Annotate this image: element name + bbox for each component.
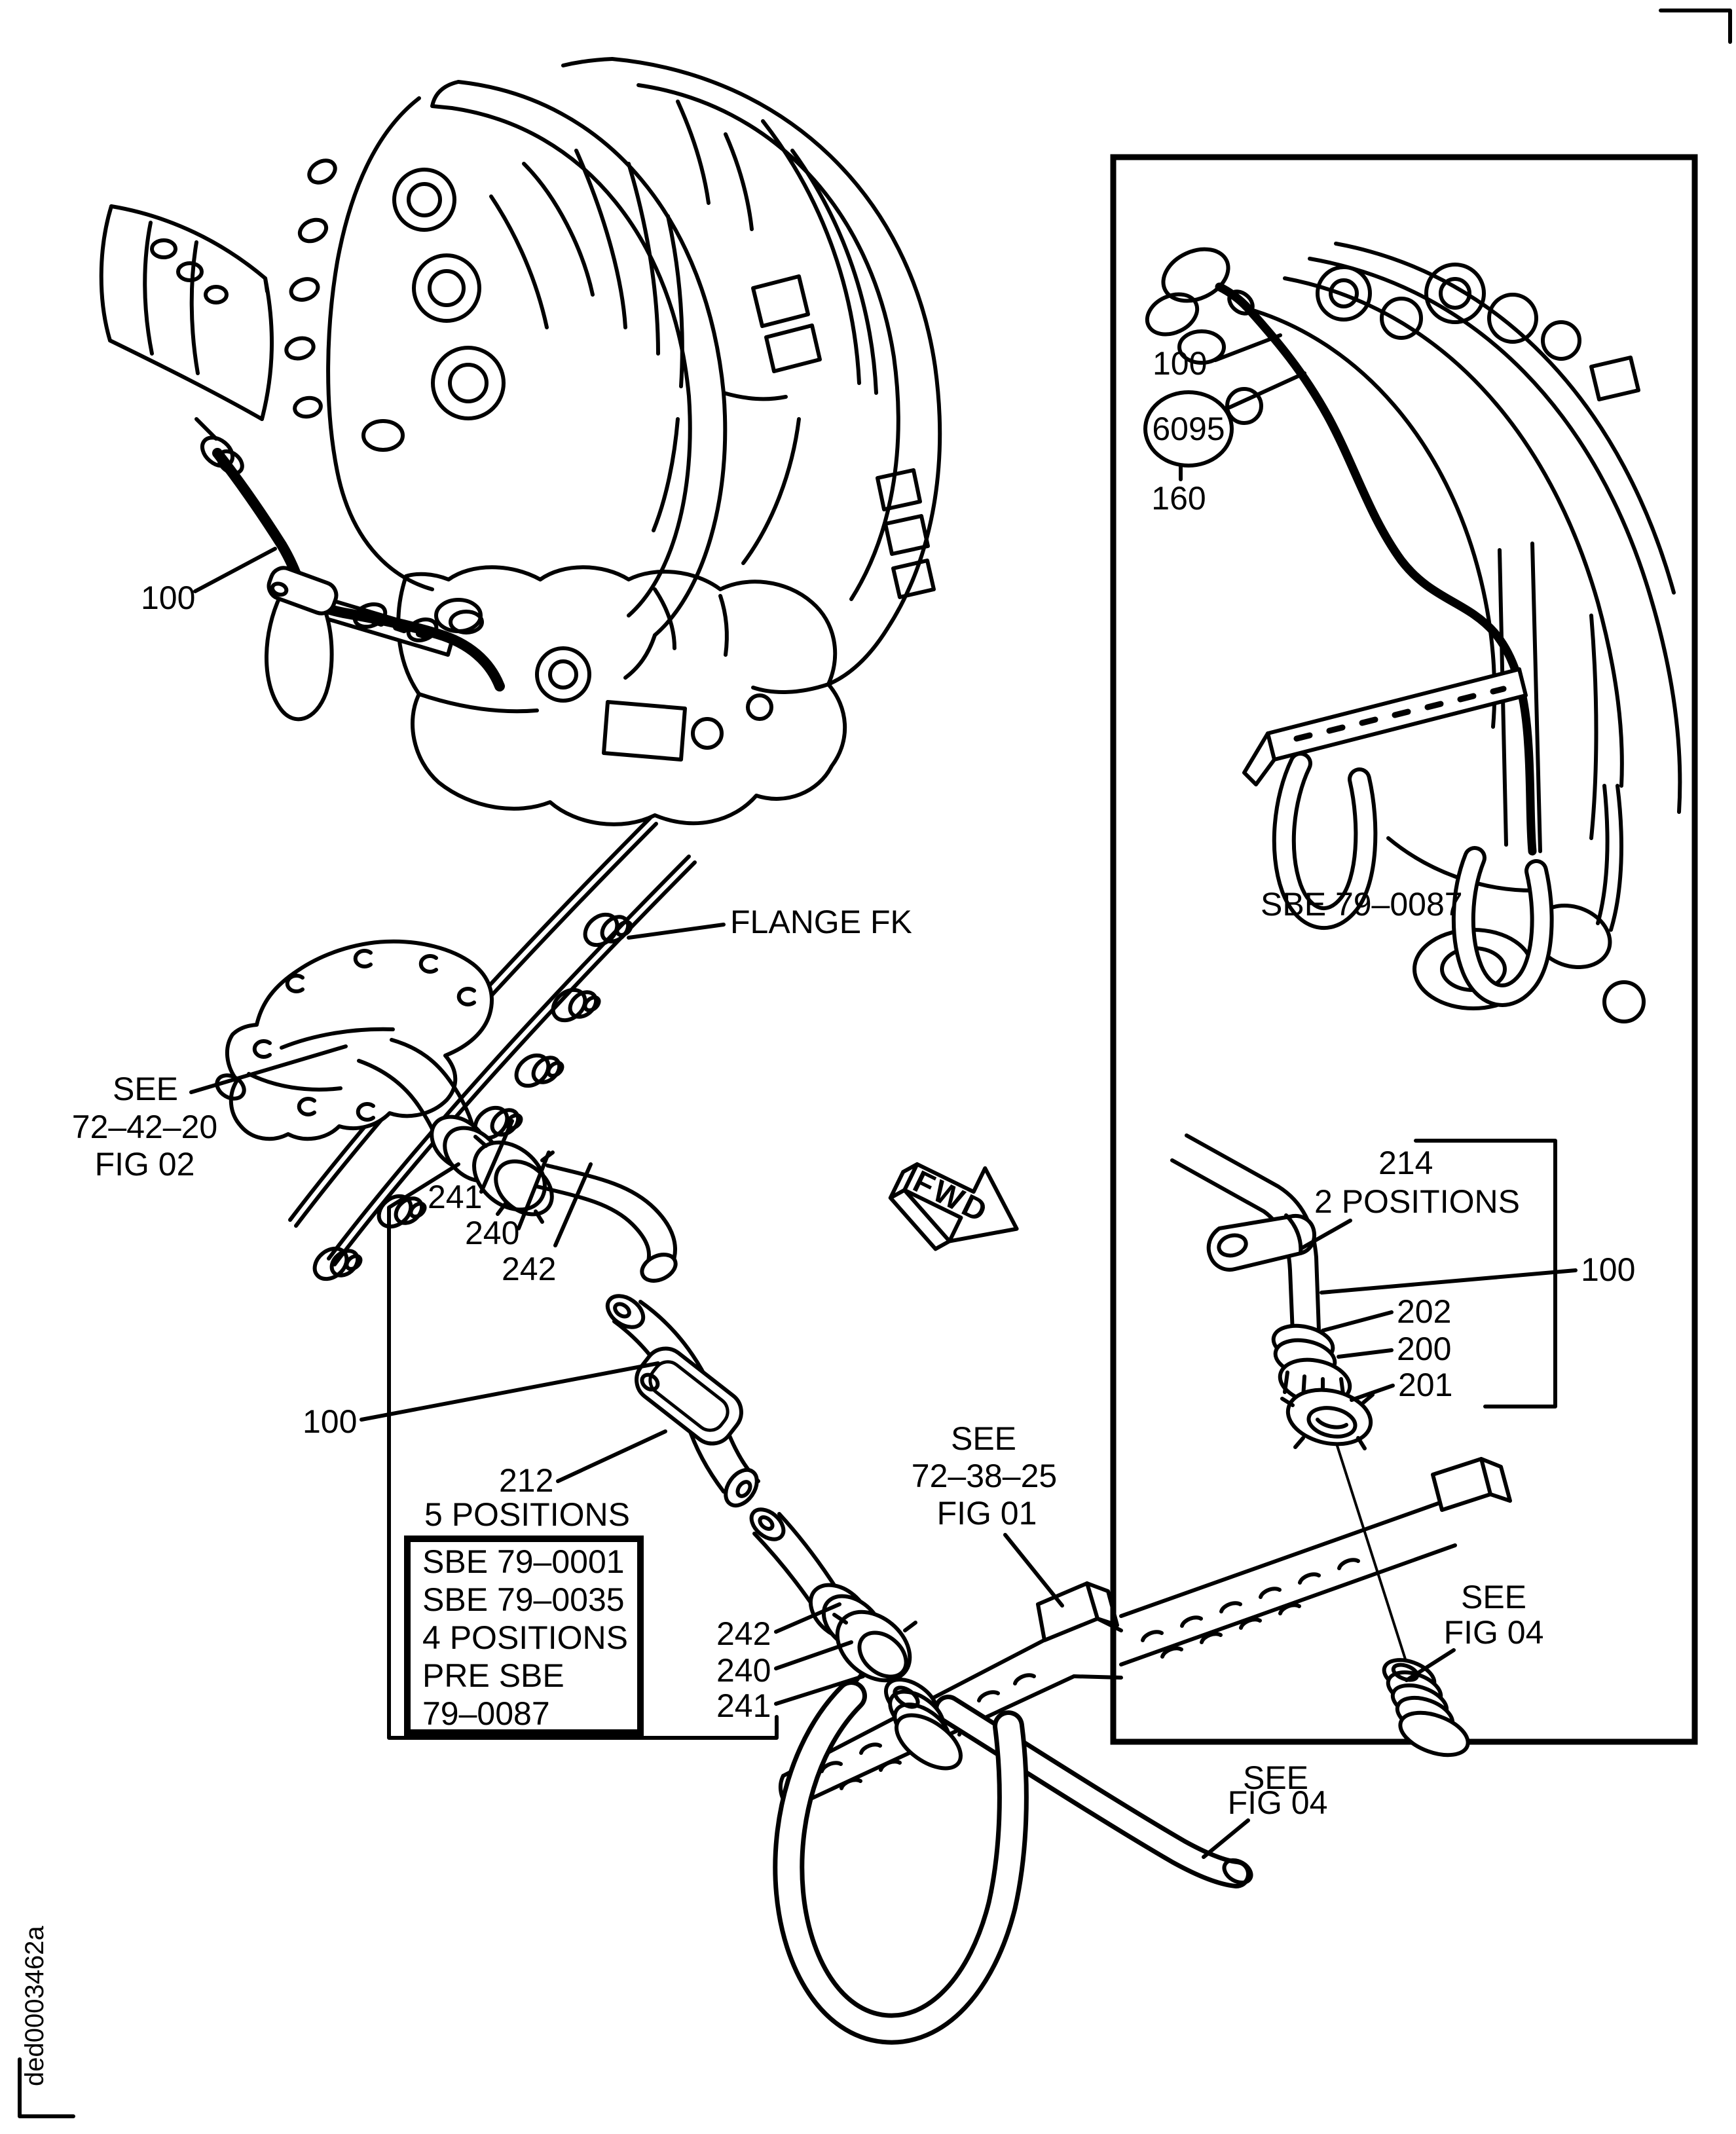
label-201: 201 xyxy=(1398,1367,1452,1403)
corner-mark-bottom-left xyxy=(18,2057,75,2118)
label-240-flange: 240 xyxy=(465,1215,519,1251)
leader-200 xyxy=(1337,1348,1394,1359)
label-202: 202 xyxy=(1397,1293,1451,1330)
box-tube-100 xyxy=(1215,282,1537,856)
leader-see-fig04-bottom xyxy=(1202,1818,1250,1859)
label-see-fig04-right-1: SEE xyxy=(1461,1579,1526,1615)
fwd-arrow: FWD xyxy=(888,1162,1019,1251)
leader-242-install xyxy=(774,1602,841,1634)
label-see-fig04-bottom-1: SEE xyxy=(1243,1759,1308,1796)
leader-100-box xyxy=(1213,333,1282,362)
leader-240-install xyxy=(774,1640,853,1670)
label-6095: 6095 xyxy=(1152,411,1225,447)
label-see-fig01-1: SEE xyxy=(951,1420,1016,1457)
leader-flange-fk xyxy=(627,923,726,940)
label-see-fig04-bottom-2: FIG 04 xyxy=(1228,1784,1328,1821)
label-100-box: 100 xyxy=(1153,345,1207,382)
leader-100-engine xyxy=(193,547,277,593)
label-tube-100: 100 xyxy=(141,579,195,616)
leader-202 xyxy=(1321,1310,1394,1333)
leader-241-install xyxy=(774,1674,865,1706)
leader-240-flange xyxy=(517,1150,551,1230)
leader-see-fig02 xyxy=(189,1044,348,1094)
label-see-fig02-2: 72–42–20 xyxy=(72,1109,217,1145)
label-212: 212 xyxy=(499,1462,553,1499)
leader-242-flange xyxy=(553,1162,593,1247)
leader-6095 xyxy=(1228,371,1306,409)
label-5-positions: 5 POSITIONS xyxy=(424,1496,630,1533)
detail-box: 100 6095 160 SBE 79–0087 xyxy=(1110,154,1698,1757)
label-200: 200 xyxy=(1397,1331,1451,1367)
install-detail: 100 212 5 POSITIONS SBE 79–0001 SBE 79–0… xyxy=(303,1162,1328,2045)
label-100-install: 100 xyxy=(303,1403,357,1440)
detail-box-border xyxy=(1110,154,1698,1745)
leader-241-flange xyxy=(479,1119,514,1194)
label-2-positions: 2 POSITIONS xyxy=(1314,1183,1520,1220)
detail-boundary xyxy=(387,1162,779,1740)
label-100-right: 100 xyxy=(1581,1251,1635,1288)
doc-code: ded0003462a xyxy=(20,1926,49,2086)
label-sbe-79-0087: SBE 79–0087 xyxy=(1261,886,1463,923)
label-flange-fk: FLANGE FK xyxy=(730,904,912,940)
label-see-fig01-3: FIG 01 xyxy=(937,1495,1037,1532)
label-sbe-4: PRE SBE xyxy=(422,1657,564,1694)
corner-mark-top-right xyxy=(1659,9,1732,44)
label-see-fig01-2: 72–38–25 xyxy=(912,1458,1057,1494)
label-see-fig02-3: FIG 02 xyxy=(95,1146,195,1183)
label-242-flange: 242 xyxy=(502,1251,556,1287)
label-241-install: 241 xyxy=(716,1687,771,1724)
leader-201 xyxy=(1350,1384,1395,1402)
label-160: 160 xyxy=(1151,480,1206,517)
label-see-fig02-1: SEE xyxy=(113,1071,178,1107)
engine-illustration: 100 xyxy=(99,57,942,826)
label-242-install: 242 xyxy=(716,1615,771,1652)
label-sbe-5: 79–0087 xyxy=(422,1695,550,1732)
sbe-note-box xyxy=(404,1536,644,1736)
label-240-install: 240 xyxy=(716,1652,771,1689)
leader-see-fig01 xyxy=(1003,1533,1064,1608)
balloon-6095-circle xyxy=(1143,390,1234,468)
leader-100-right xyxy=(1320,1268,1578,1295)
label-241-flange: 241 xyxy=(428,1179,482,1215)
leader-100-install xyxy=(360,1361,660,1422)
label-sbe-2: SBE 79–0035 xyxy=(422,1581,625,1618)
engine-tube-100 xyxy=(212,448,505,691)
leader-2-positions xyxy=(1300,1219,1352,1250)
flange-detail: FLANGE FK SEE 72–42–20 FIG 02 241 240 24… xyxy=(72,816,912,1290)
label-sbe-1: SBE 79–0001 xyxy=(422,1543,625,1580)
label-see-fig04-right-2: FIG 04 xyxy=(1444,1614,1544,1651)
label-214: 214 xyxy=(1378,1145,1433,1181)
leader-212 xyxy=(556,1429,667,1483)
leader-see-fig04-right xyxy=(1405,1648,1456,1682)
label-sbe-3: 4 POSITIONS xyxy=(422,1619,628,1656)
